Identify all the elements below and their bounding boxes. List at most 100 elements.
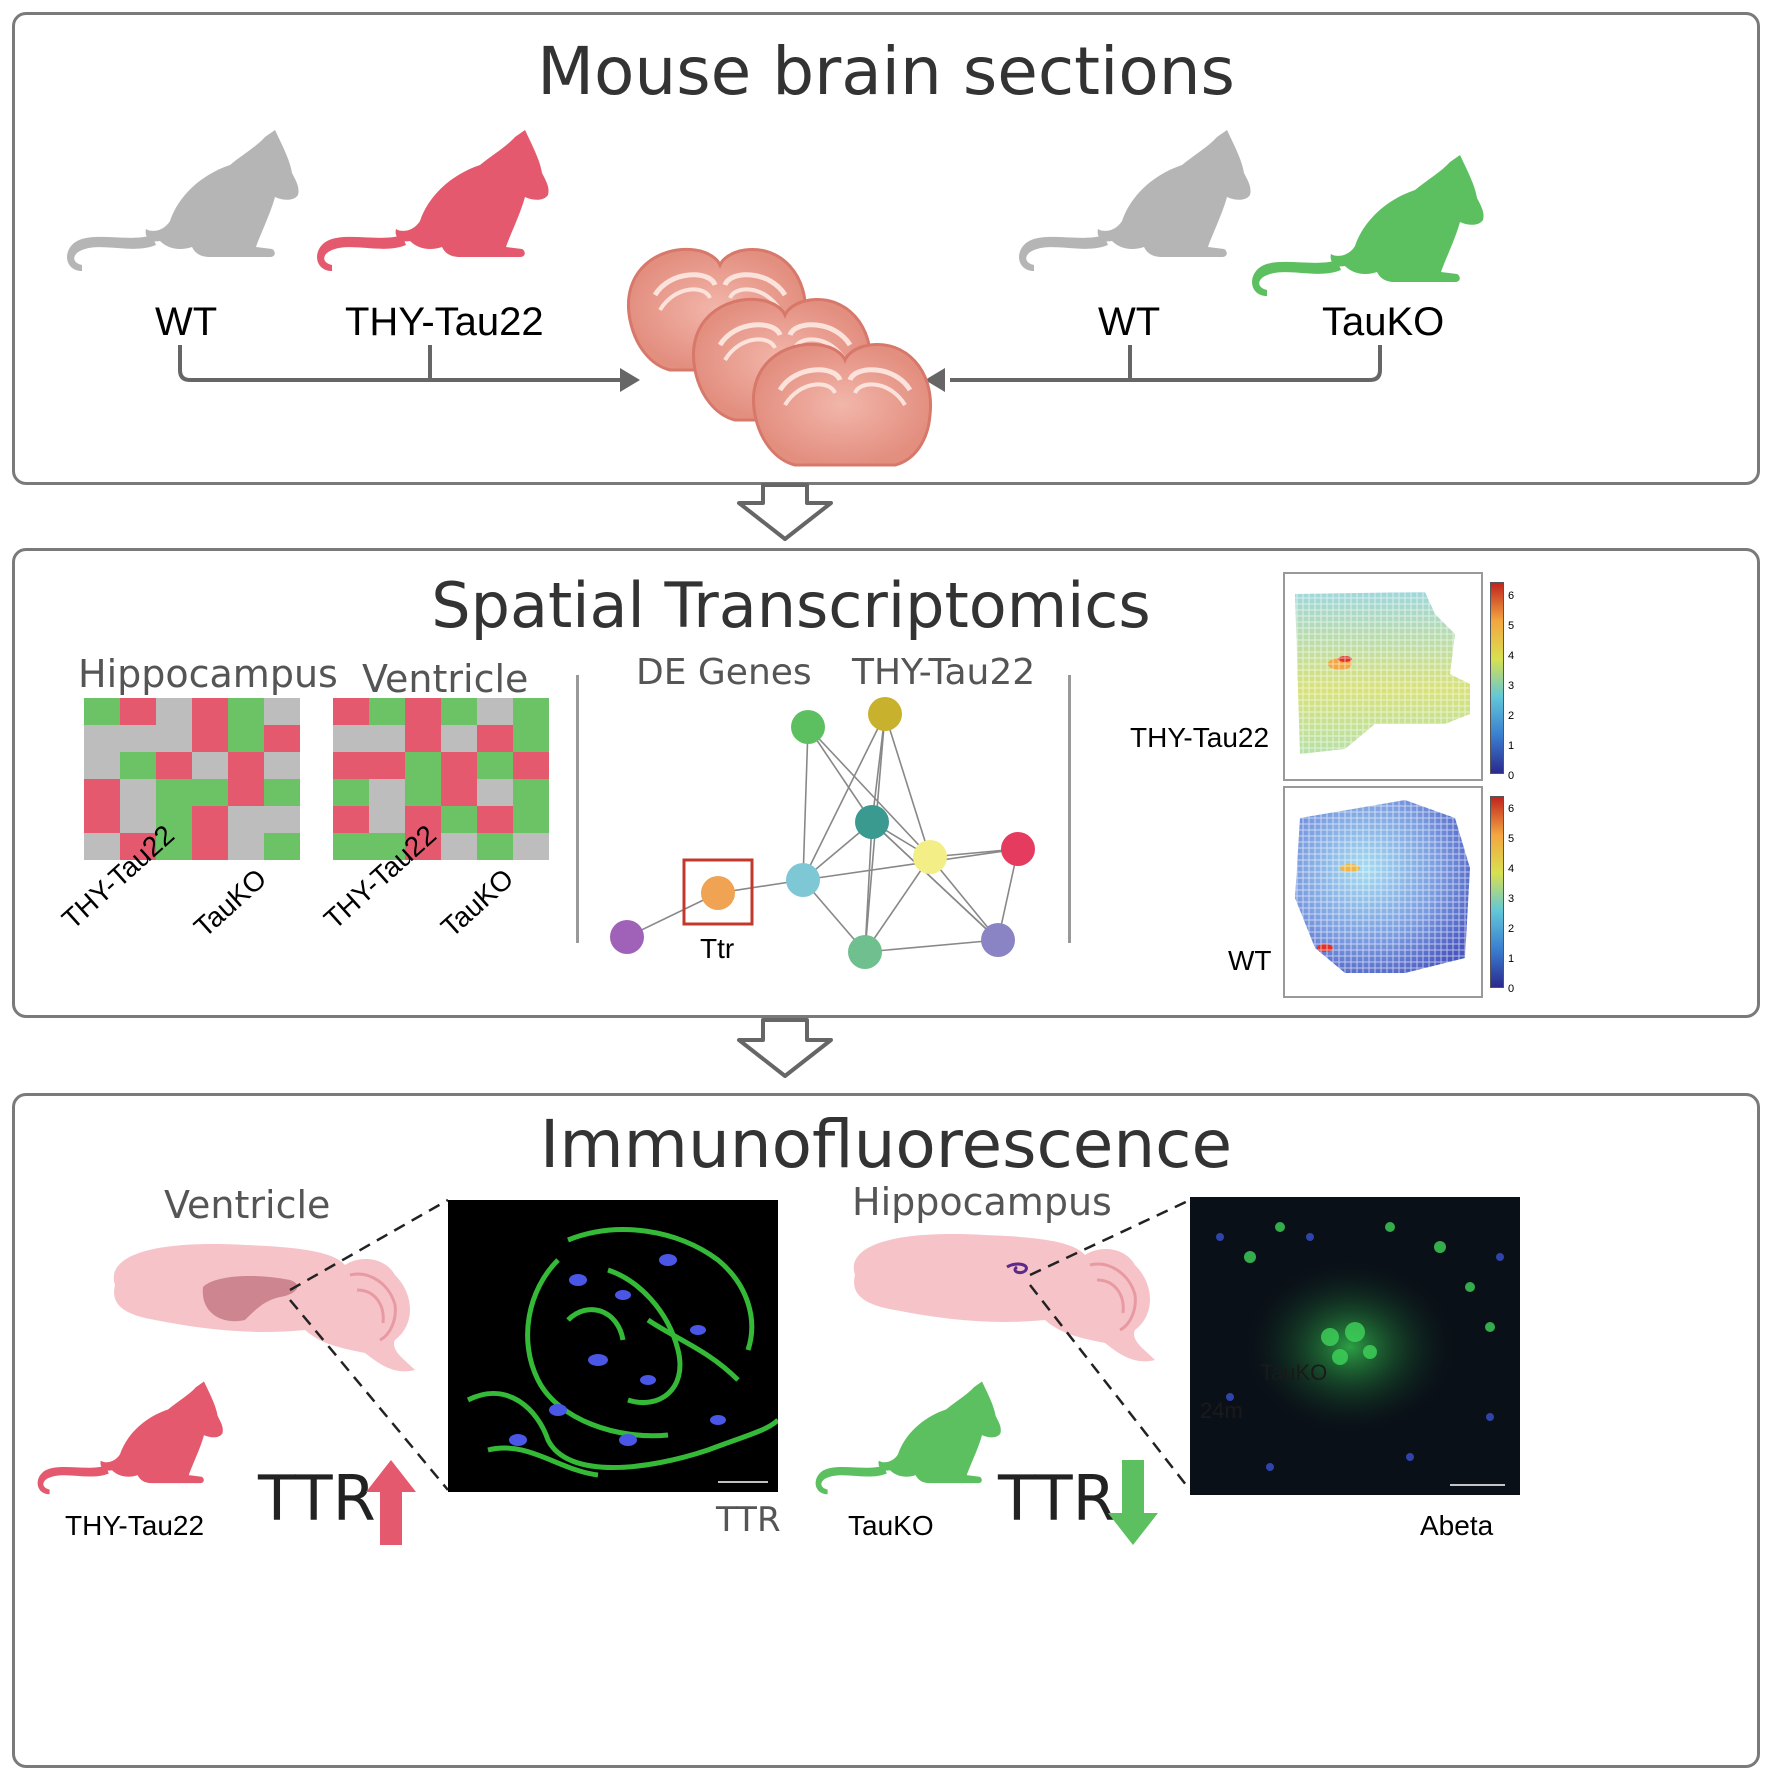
network-node [786, 863, 820, 897]
colorbar-tick: 5 [1508, 620, 1515, 632]
colorbar-tick: 6 [1508, 803, 1515, 815]
heatmap-cell [405, 779, 441, 806]
heatmap-cell [333, 806, 369, 833]
label-wt-left: WT [155, 300, 218, 344]
map-label-tau22: THY-Tau22 [1130, 722, 1270, 753]
colorbar-tick: 6 [1508, 590, 1515, 602]
heatmap-cell [513, 806, 549, 833]
panel-title: Mouse brain sections [537, 33, 1235, 110]
heatmap-cell [228, 698, 264, 725]
heatmap-cell [120, 833, 156, 860]
heatmap-cell [513, 698, 549, 725]
heatmap-cell [513, 752, 549, 779]
heatmap-cell [369, 725, 405, 752]
network-node [610, 920, 644, 954]
colorbar-tick: 5 [1508, 833, 1515, 845]
heatmap-cell [369, 698, 405, 725]
image-caption-ttr: TTR [716, 1500, 781, 1540]
colorbar-tick: 0 [1508, 983, 1515, 995]
heatmap-cell [228, 806, 264, 833]
heatmap-cell [264, 806, 300, 833]
heatmap-hippocampus-title: Hippocampus [78, 652, 338, 696]
abeta-overlay-taukko: TauKO [1260, 1360, 1328, 1385]
heatmap-cell [405, 752, 441, 779]
heatmap-cell [369, 752, 405, 779]
region-label-hippocampus: Hippocampus [852, 1180, 1112, 1224]
colorbar-top [1490, 582, 1504, 774]
heatmap-hippocampus [84, 698, 300, 860]
mouse-tau22-bottom-icon [37, 1381, 223, 1495]
heatmap-cell [264, 833, 300, 860]
abeta-overlay-age: 24m [1200, 1398, 1243, 1423]
colorbar-bottom [1490, 796, 1504, 988]
microscopy-abeta-image [1190, 1197, 1520, 1495]
heatmap-cell [228, 779, 264, 806]
heatmap-cell [156, 806, 192, 833]
heatmap-cell [441, 779, 477, 806]
heatmap-cell [477, 806, 513, 833]
colorbar-tick: 1 [1508, 953, 1515, 965]
colorbar-tick: 4 [1508, 650, 1515, 662]
heatmap-cell [84, 806, 120, 833]
heatmap-cell [369, 779, 405, 806]
brain-sagittal-left-icon [113, 1244, 416, 1372]
heatmap-cell [120, 779, 156, 806]
heatmap-cell [513, 833, 549, 860]
heatmap-cell [84, 752, 120, 779]
region-label-ventricle: Ventricle [164, 1183, 331, 1227]
arrow-up-icon [366, 1460, 416, 1545]
heatmap-cell [192, 725, 228, 752]
heatmap-cell [120, 698, 156, 725]
heatmap-cell [477, 752, 513, 779]
heatmap-cell [405, 833, 441, 860]
connector-left-arrow [178, 345, 1382, 392]
mouse-taukko-bottom-icon [815, 1381, 1001, 1495]
heatmap-cell [405, 806, 441, 833]
heatmap-cell [228, 725, 264, 752]
flow-arrow-down-icon [737, 483, 833, 541]
colorbar-tick: 2 [1508, 923, 1515, 935]
divider-right [1068, 675, 1071, 943]
label-tau22-top: THY-Tau22 [345, 300, 544, 344]
heatmap-cell [405, 725, 441, 752]
heatmap-cell [192, 698, 228, 725]
heatmap-ventricle-title: Ventricle [362, 657, 529, 701]
brain-sections-icon [627, 247, 933, 467]
network-node [848, 935, 882, 969]
heatmap-cell [156, 752, 192, 779]
heatmap-cell [333, 833, 369, 860]
colorbar-tick: 0 [1508, 770, 1515, 782]
heatmap-cell [477, 779, 513, 806]
network-group-title: THY-Tau22 [852, 652, 1036, 693]
ttr-label-right: TTR [998, 1462, 1116, 1535]
heatmap-cell [192, 806, 228, 833]
arrow-down-icon [1108, 1460, 1158, 1545]
heatmap-cell [333, 779, 369, 806]
mouse-taukko-top-icon [1252, 155, 1484, 296]
colorbar-tick: 4 [1508, 863, 1515, 875]
network-node [981, 923, 1015, 957]
network-node [1001, 832, 1035, 866]
panel-title: Immunofluorescence [539, 1106, 1233, 1183]
heatmap-cell [228, 833, 264, 860]
colorbar-tick: 3 [1508, 680, 1515, 692]
heatmap-cell [441, 725, 477, 752]
heatmap-cell [84, 698, 120, 725]
heatmap-cell [513, 779, 549, 806]
network-node [855, 805, 889, 839]
flow-arrow-down-icon-2 [737, 1018, 833, 1078]
microscopy-ttr-image [448, 1200, 778, 1492]
heatmap-cell [264, 779, 300, 806]
heatmap-cell [156, 833, 192, 860]
heatmap-cell [333, 698, 369, 725]
heatmap-cell [369, 806, 405, 833]
mouse-label-taukko: TauKO [848, 1510, 934, 1541]
label-taukko-top: TauKO [1322, 300, 1445, 344]
mouse-wt-left-icon [67, 130, 299, 271]
heatmap-cell [405, 698, 441, 725]
heatmap-cell [84, 833, 120, 860]
heatmap-cell [441, 698, 477, 725]
colorbar-tick: 3 [1508, 893, 1515, 905]
heatmap-cell [264, 752, 300, 779]
